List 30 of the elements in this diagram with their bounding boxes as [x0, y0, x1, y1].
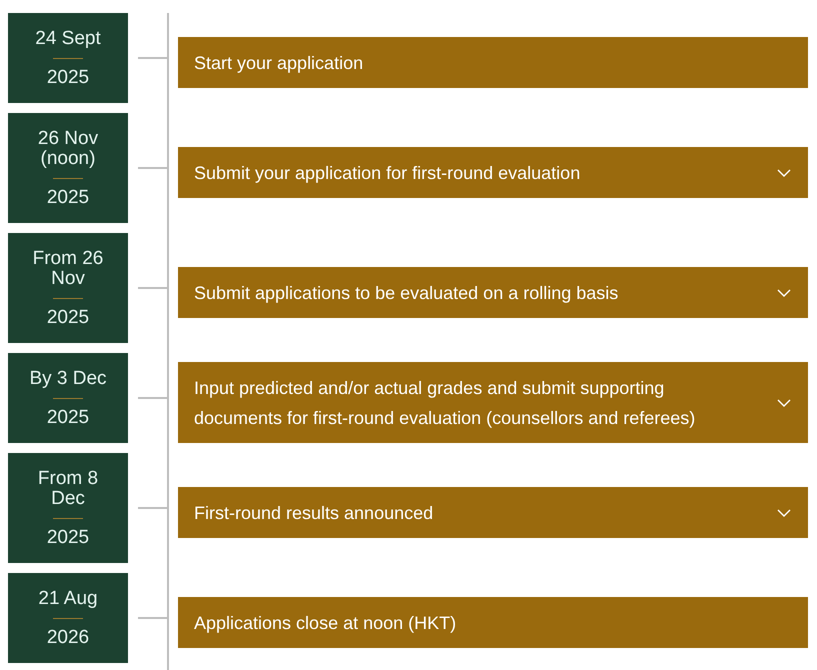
step-bar — [178, 267, 808, 318]
date-box — [8, 113, 128, 223]
step-bar — [178, 147, 808, 198]
step-text: Submit applications to be evaluated on a rolling basis — [194, 282, 618, 305]
year-text: 2025 — [46, 308, 90, 328]
step-bar — [178, 362, 808, 443]
step-text: Applications close at noon (HKT) — [194, 612, 456, 635]
year-text: 2025 — [46, 188, 90, 208]
date-text: 24 Sept — [35, 28, 101, 48]
date-box — [8, 233, 128, 343]
step-bar — [178, 487, 808, 538]
step-text: Submit your application for first-round evaluation — [194, 162, 580, 185]
step-bar — [178, 597, 808, 648]
date-text: From 8 Dec — [36, 468, 100, 508]
step-bar — [178, 37, 808, 88]
year-text: 2025 — [46, 408, 90, 428]
date-box — [8, 353, 128, 443]
date-text: 21 Aug — [38, 588, 98, 608]
step-text: Input predicted and/or actual grades and submit supporting documents for first-round evaluation (counsellors and referees) — [194, 376, 696, 430]
year-text: 2025 — [46, 528, 90, 548]
date-box — [8, 573, 128, 663]
year-text: 2025 — [46, 68, 90, 88]
date-box — [8, 13, 128, 103]
date-text: 26 Nov (noon) — [36, 128, 100, 168]
step-text: First-round results announced — [194, 502, 434, 524]
date-text: From 26 Nov — [32, 248, 104, 288]
date-box — [8, 453, 128, 563]
date-text: By 3 Dec — [29, 368, 107, 388]
year-text: 2026 — [46, 628, 90, 648]
step-text: Start your application — [194, 52, 364, 75]
